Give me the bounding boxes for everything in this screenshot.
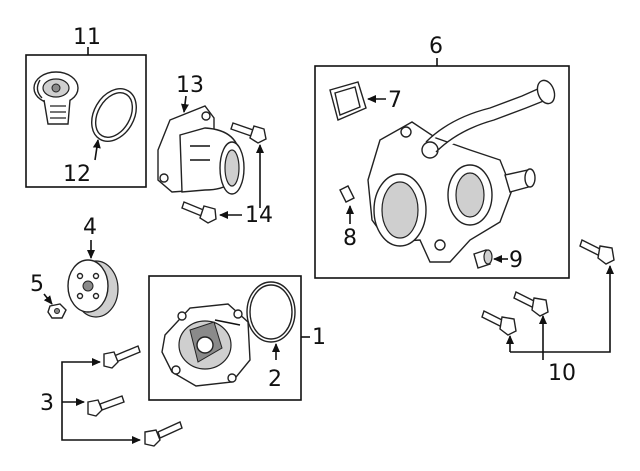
bolt-3-upper [103, 345, 141, 369]
callout-12: 12 [63, 162, 91, 187]
water-pump-group: 1 2 [148, 275, 326, 401]
callout-5: 5 [30, 272, 44, 297]
dowel-pin [339, 185, 355, 203]
callout-10: 10 [548, 361, 576, 386]
outlet-housing-part [157, 105, 245, 195]
coolant-outlet-housing [367, 79, 556, 263]
bolt-3-lower [144, 421, 183, 447]
water-pump-part [161, 303, 251, 387]
bolt-3-middle [87, 395, 125, 417]
callout-4: 4 [83, 215, 97, 240]
callout-8: 8 [343, 226, 357, 251]
thermostat-group: 11 12 [25, 25, 147, 188]
bolt-10-right [579, 239, 615, 265]
leader-13 [181, 95, 189, 113]
callout-6: 6 [429, 34, 443, 59]
callout-9: 9 [509, 248, 523, 273]
callout-11: 11 [73, 25, 101, 50]
bolt-14-lower [181, 201, 217, 224]
coolant-outlet-group: 6 7 8 9 [314, 34, 570, 279]
bolt-10-left [481, 310, 517, 336]
pulley-part [67, 259, 119, 318]
callout-3: 3 [40, 391, 54, 416]
callout-7: 7 [388, 88, 402, 113]
thermostat-part [33, 71, 79, 125]
callout-1: 1 [312, 325, 326, 350]
coolant-outlet-box [314, 65, 570, 279]
thermostat-box [25, 54, 147, 188]
callout-13: 13 [176, 73, 204, 98]
leader-12 [92, 139, 101, 161]
plug-part [473, 249, 493, 269]
bolt-14-upper [230, 122, 267, 144]
callout-14: 14 [245, 203, 273, 228]
callout-2: 2 [268, 367, 282, 392]
pulley-bolt [47, 303, 67, 319]
bolt-10-middle [513, 291, 549, 317]
water-pump-box [148, 275, 302, 401]
